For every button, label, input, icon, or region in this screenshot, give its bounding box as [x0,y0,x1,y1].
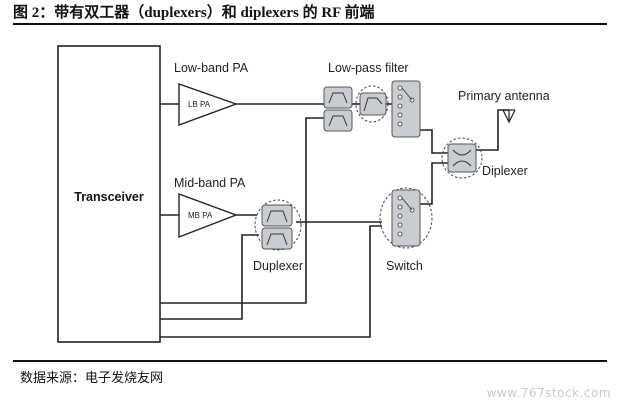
low-pass-filter-label: Low-pass filter [328,61,409,75]
source-note: 数据来源：电子发烧友网 [20,370,164,385]
transceiver-block [57,45,161,343]
diplexer-symbol-icon [452,149,472,167]
filter-curve-icon [363,97,383,112]
watermark: www.767stock.com [486,386,611,400]
filter-curve-icon [328,115,348,127]
low-pass-filter-highlight [355,85,389,123]
diplexer-highlight [441,137,483,179]
switch-label: Switch [386,259,423,273]
signal-wires [160,103,509,338]
primary-antenna-label: Primary antenna [458,89,550,103]
duplexer-label: Duplexer [253,259,303,273]
duplexer-highlight [254,199,302,251]
footer-rule [13,360,607,362]
low-band-pa-label: Low-band PA [174,61,249,75]
transceiver-label: Transceiver [74,190,144,204]
mid-band-pa-label: Mid-band PA [174,176,246,190]
switch-block [391,189,421,247]
figure-title: 图 2：带有双工器（duplexers）和 diplexers 的 RF 前端 [13,5,375,21]
switch-contacts-icon [397,195,415,237]
filter-curve-icon [266,233,288,246]
diplexer-label: Diplexer [482,164,528,178]
switch-contacts-icon [397,85,415,127]
low-pass-filter-lower [323,109,353,132]
antenna-icon [502,109,516,124]
switch-highlight [379,187,433,249]
title-rule [13,23,607,25]
low-band-pa-inner-label: LB PA [188,100,211,109]
diplexer-block [447,143,477,173]
filter-curve-icon [266,210,288,223]
low-pass-filter-element [359,92,387,116]
low-pass-band-switch [391,80,421,138]
filter-curve-icon [328,92,348,104]
duplexer-lower-filter [261,227,293,250]
duplexer-upper-filter [261,204,293,227]
low-pass-filter-upper [323,86,353,109]
mid-band-pa-inner-label: MB PA [188,211,213,220]
